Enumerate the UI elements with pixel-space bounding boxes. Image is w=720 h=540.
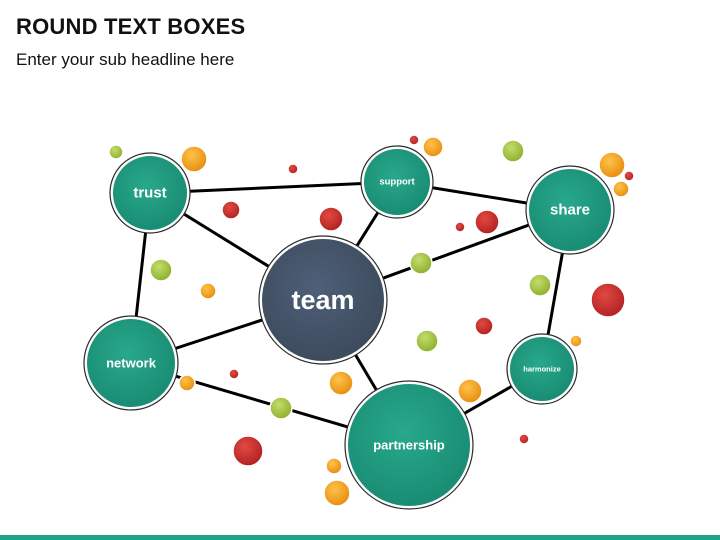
decor-dot-orange: [328, 370, 354, 396]
decor-dot-orange: [325, 457, 343, 475]
decor-dot-orange: [598, 151, 626, 179]
node-trust: trust: [109, 152, 191, 234]
decorative-dots: [108, 134, 635, 507]
decor-dot-green: [409, 251, 433, 275]
node-harmonize: harmonize: [506, 333, 578, 405]
decor-dot-green: [149, 258, 173, 282]
node-partnership: partnership: [344, 380, 474, 510]
decor-dot-green: [108, 144, 124, 160]
node-support-circle: [364, 149, 430, 215]
node-trust-circle: [113, 156, 187, 230]
decor-dot-orange: [569, 334, 583, 348]
node-share: share: [525, 165, 615, 255]
decor-dot-red: [454, 221, 466, 233]
decor-dot-orange: [422, 136, 444, 158]
node-center-circle: [262, 239, 384, 361]
decor-dot-orange: [323, 479, 351, 507]
decor-dot-red: [228, 368, 240, 380]
decor-dot-orange: [457, 378, 483, 404]
decor-dot-green: [501, 139, 525, 163]
node-partnership-circle: [348, 384, 470, 506]
slide-subtitle: Enter your sub headline here: [16, 50, 235, 69]
node-center-label: team: [291, 285, 354, 315]
decor-dot-orange: [178, 374, 196, 392]
decor-dot-orange: [180, 145, 208, 173]
decor-dot-green: [528, 273, 552, 297]
node-network: network: [83, 315, 179, 411]
decor-dot-green: [269, 396, 293, 420]
bottom-accent-bar: [0, 535, 720, 540]
decor-dot-red: [518, 433, 530, 445]
node-harmonize-label: harmonize: [523, 365, 561, 374]
decor-dot-orange: [199, 282, 217, 300]
decor-dot-red: [232, 435, 264, 467]
node-support-label: support: [379, 177, 415, 188]
connector-trust-support: [149, 180, 398, 195]
decor-dot-red: [474, 316, 494, 336]
slide-title: ROUND TEXT BOXES: [16, 14, 246, 39]
decor-dot-red: [590, 282, 626, 318]
node-harmonize-circle: [510, 337, 574, 401]
decor-dot-orange: [612, 180, 630, 198]
decor-dot-red: [408, 134, 420, 146]
decor-dot-red: [623, 170, 635, 182]
node-network-label: network: [106, 356, 157, 371]
node-group: team trust support share network partnership h…: [83, 145, 615, 510]
node-share-circle: [529, 169, 611, 251]
node-center: team: [258, 235, 388, 365]
node-network-circle: [87, 319, 175, 407]
node-share-label: share: [550, 202, 590, 219]
node-trust-label: trust: [133, 185, 166, 202]
node-support: support: [360, 145, 434, 219]
decor-dot-green: [415, 329, 439, 353]
decor-dot-red: [474, 209, 500, 235]
decor-dot-red: [221, 200, 241, 220]
decor-dot-red: [287, 163, 299, 175]
node-partnership-label: partnership: [373, 438, 445, 453]
decor-dot-red: [318, 206, 344, 232]
